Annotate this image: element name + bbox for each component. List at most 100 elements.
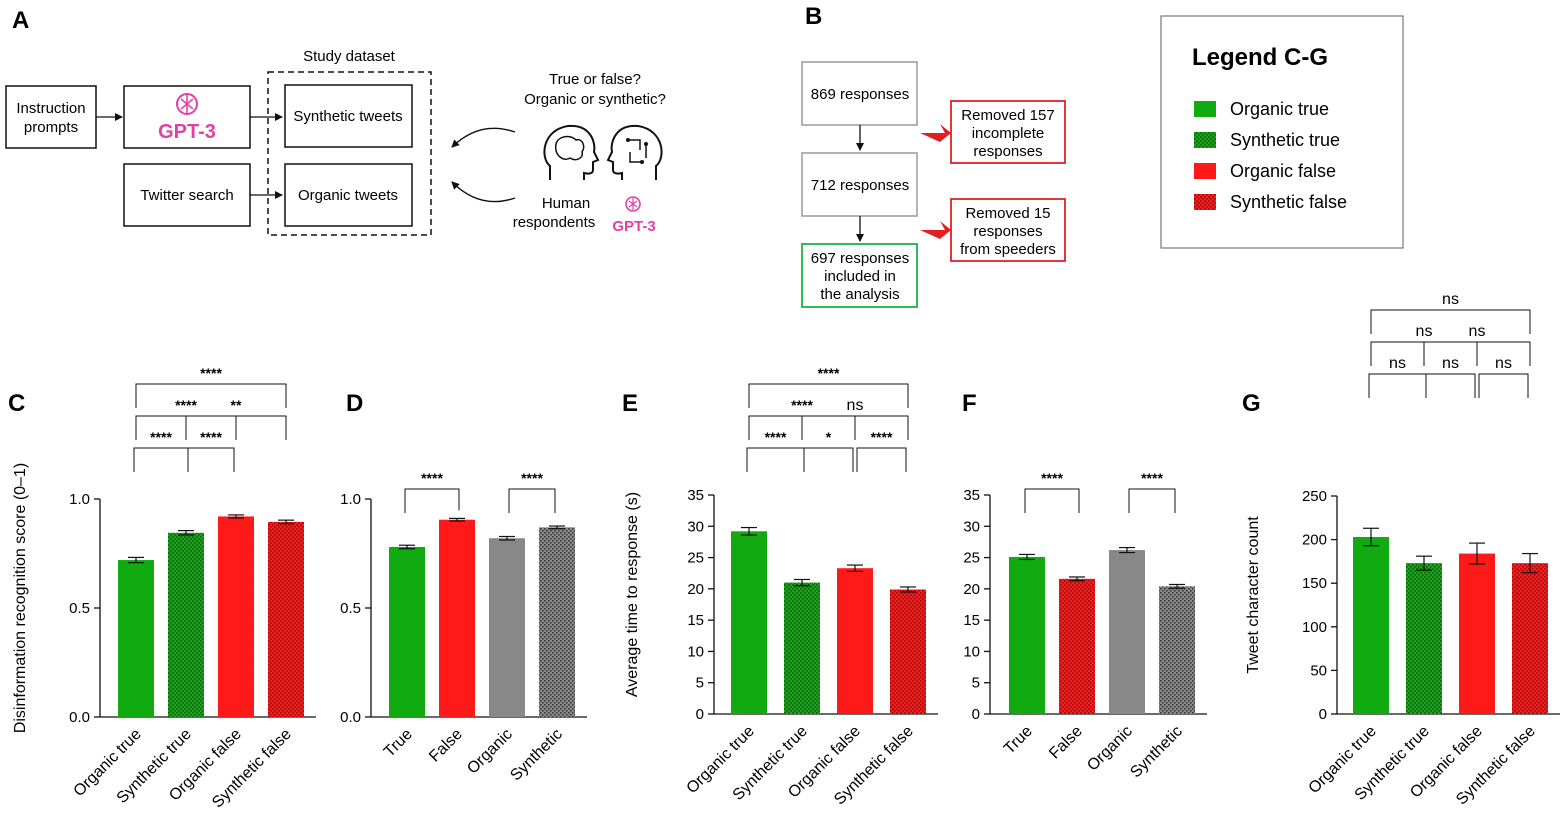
significance-label: ns (1442, 291, 1459, 308)
significance-bracket (133, 447, 189, 472)
ai-head-circuit-icon (606, 124, 663, 180)
y-axis-label: Average time to response (s) (624, 492, 641, 697)
legend-label: Synthetic true (1230, 130, 1340, 150)
x-tick-label: Synthetic (1127, 723, 1186, 782)
significance-label: ns (847, 397, 864, 414)
y-tick-label: 15 (687, 612, 704, 629)
y-tick-label: 30 (963, 518, 980, 535)
y-tick-label: 10 (963, 643, 980, 660)
y-axis-label: Disinformation recognition score (0–1) (12, 463, 29, 733)
flow-box-697-label-1: 697 responses (811, 250, 909, 267)
synthetic-tweets-box (284, 84, 413, 148)
significance-bracket (1425, 373, 1476, 398)
y-tick-label: 0 (972, 706, 980, 723)
organic-tweets-box (284, 163, 413, 227)
significance-label: **** (791, 397, 813, 413)
x-tick-label: True (381, 726, 416, 761)
x-tick-label: False (1046, 723, 1086, 763)
red-arrow-1-icon (920, 124, 951, 142)
red-arrow-2-icon (920, 221, 951, 239)
significance-label: * (826, 429, 832, 445)
significance-bracket (803, 447, 854, 472)
bar-1 (118, 560, 154, 717)
legend-box (1160, 15, 1404, 249)
significance-label: **** (175, 397, 197, 413)
removed-15-label-3: from speeders (960, 241, 1056, 258)
legend-title: Legend C-G (1192, 44, 1328, 71)
y-tick-label: 35 (963, 487, 980, 504)
significance-label: **** (200, 365, 222, 381)
legend-label: Synthetic false (1230, 192, 1347, 212)
panel-letter: E (622, 390, 638, 417)
significance-bracket (1368, 373, 1427, 398)
bar-3 (1459, 553, 1495, 714)
panel-letter-b: B (805, 3, 822, 30)
bar-4 (1159, 586, 1195, 714)
significance-bracket (746, 447, 805, 472)
significance-label: **** (1041, 470, 1063, 486)
removed-15-label-2: responses (973, 223, 1042, 240)
x-tick-label: Synthetic (507, 726, 566, 785)
curved-arrow-to-synthetic (451, 127, 516, 148)
legend-swatch (1194, 163, 1216, 179)
panel-letter: F (962, 390, 977, 417)
y-tick-label: 0.5 (340, 600, 361, 617)
bar-4 (268, 521, 304, 717)
bar-4 (539, 527, 575, 717)
bar-3 (837, 568, 873, 714)
human-label-2: respondents (513, 214, 596, 231)
x-tick-label: True (1001, 723, 1036, 758)
study-dataset-box (267, 71, 432, 236)
y-tick-label: 30 (687, 518, 704, 535)
y-tick-label: 20 (687, 581, 704, 598)
flow-box-869-label: 869 responses (811, 86, 909, 103)
significance-label: **** (1141, 470, 1163, 486)
flow-box-697-label-2: included in (824, 268, 896, 285)
human-head-brain-icon (543, 124, 600, 180)
instruction-prompts-box (5, 85, 97, 149)
y-tick-label: 20 (963, 581, 980, 598)
bar-1 (1009, 556, 1045, 714)
gpt3-label: GPT-3 (158, 121, 216, 143)
significance-bracket (856, 447, 907, 472)
removed-157-label-2: incomplete (972, 125, 1045, 142)
y-tick-label: 0 (696, 706, 704, 723)
significance-label: **** (765, 429, 787, 445)
y-tick-label: 1.0 (69, 491, 90, 508)
instruction-label-2: prompts (24, 119, 78, 136)
significance-bracket (1478, 373, 1529, 398)
question-line-1: True or false? (549, 71, 641, 88)
significance-bracket (135, 383, 287, 408)
human-label-1: Human (542, 195, 590, 212)
flow-box-697-label-3: the analysis (820, 286, 899, 303)
y-tick-label: 50 (1310, 662, 1327, 679)
panel-letter-a: A (12, 7, 29, 34)
y-tick-label: 25 (687, 550, 704, 567)
significance-label: ns (1389, 355, 1406, 372)
curved-arrow-to-organic (451, 181, 516, 203)
bar-3 (489, 538, 525, 717)
study-dataset-title: Study dataset (303, 48, 396, 65)
twitter-search-label: Twitter search (140, 187, 233, 204)
bar-2 (439, 519, 475, 717)
panel-letter: C (8, 390, 25, 417)
removed-157-box (950, 100, 1066, 164)
y-tick-label: 200 (1302, 532, 1327, 549)
removed-15-box (950, 198, 1066, 262)
y-tick-label: 100 (1302, 619, 1327, 636)
bar-2 (784, 582, 820, 714)
bar-4 (890, 589, 926, 714)
gpt3-small-label: GPT-3 (612, 218, 655, 235)
x-tick-label: Organic (464, 726, 516, 778)
y-tick-label: 0 (1319, 706, 1327, 723)
flow-box-712-label: 712 responses (811, 177, 909, 194)
bar-2 (1059, 578, 1095, 714)
bar-1 (389, 546, 425, 717)
bar-3 (1109, 550, 1145, 714)
y-tick-label: 250 (1302, 488, 1327, 505)
